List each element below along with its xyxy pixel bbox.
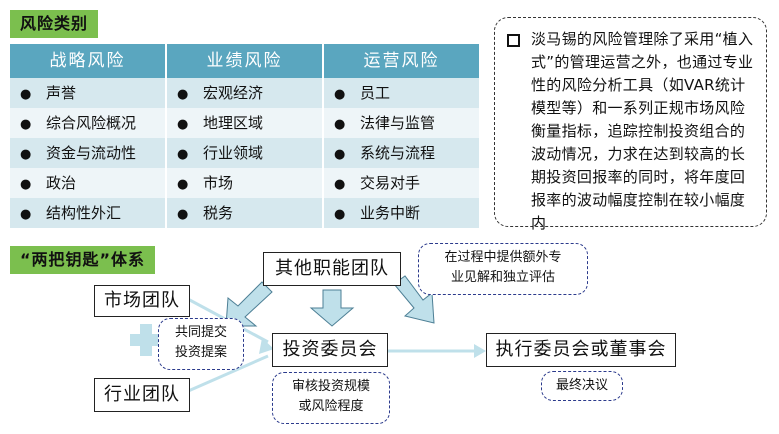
bullet-icon: ● bbox=[20, 87, 32, 102]
strategic-risk-column: 战略风险 ●声誉 ●综合风险概况 ●资金与流动性 ●政治 ●结构性外汇 bbox=[10, 44, 165, 228]
list-item: ●宏观经济 bbox=[167, 78, 322, 108]
bullet-icon: ● bbox=[177, 177, 189, 192]
risk-management-description: 淡马锡的风险管理除了采用“植入式”的管理运营之外，也通过专业性的风险分析工具（如… bbox=[494, 17, 767, 232]
bullet-icon: ● bbox=[177, 87, 189, 102]
list-item: ●结构性外汇 bbox=[10, 198, 165, 228]
bullet-icon: ● bbox=[20, 177, 32, 192]
bullet-icon: ● bbox=[334, 147, 346, 162]
operational-risk-column: 运营风险 ●员工 ●法律与监管 ●系统与流程 ●交易对手 ●业务中断 bbox=[324, 44, 479, 228]
bullet-icon: ● bbox=[20, 207, 32, 222]
other-teams-arrows bbox=[225, 275, 435, 327]
list-item: ●税务 bbox=[167, 198, 322, 228]
list-item: ●系统与流程 bbox=[324, 138, 479, 168]
list-item: ●法律与监管 bbox=[324, 108, 479, 138]
final-decision-note: 最终决议 bbox=[541, 371, 623, 401]
industry-team-box: 行业团队 bbox=[94, 378, 190, 412]
performance-risk-header: 业绩风险 bbox=[167, 44, 322, 78]
risk-category-label: 风险类别 bbox=[10, 10, 99, 38]
executive-board-box: 执行委员会或董事会 bbox=[486, 333, 676, 367]
bullet-icon: ● bbox=[334, 177, 346, 192]
joint-proposal-note: 共同提交 投资提案 bbox=[158, 318, 244, 370]
two-keys-label: “两把钥匙”体系 bbox=[10, 246, 156, 274]
list-item: ●市场 bbox=[167, 168, 322, 198]
list-item: ●地理区域 bbox=[167, 108, 322, 138]
list-item: ●综合风险概况 bbox=[10, 108, 165, 138]
strategic-risk-header: 战略风险 bbox=[10, 44, 165, 78]
bullet-icon: ● bbox=[334, 207, 346, 222]
square-bullet-icon bbox=[507, 34, 520, 47]
list-item: ●业务中断 bbox=[324, 198, 479, 228]
list-item: ●资金与流动性 bbox=[10, 138, 165, 168]
bullet-icon: ● bbox=[334, 117, 346, 132]
list-item: ●交易对手 bbox=[324, 168, 479, 198]
bullet-icon: ● bbox=[20, 147, 32, 162]
plus-icon bbox=[130, 324, 162, 356]
committee-to-executive-arrow bbox=[388, 344, 486, 358]
bullet-icon: ● bbox=[334, 87, 346, 102]
list-item: ●行业领域 bbox=[167, 138, 322, 168]
review-note: 审核投资规模 或风险程度 bbox=[272, 372, 390, 424]
bullet-icon: ● bbox=[177, 147, 189, 162]
bullet-icon: ● bbox=[20, 117, 32, 132]
description-text: 淡马锡的风险管理除了采用“植入式”的管理运营之外，也通过专业性的风险分析工具（如… bbox=[531, 30, 754, 232]
market-team-box: 市场团队 bbox=[94, 285, 190, 317]
bullet-icon: ● bbox=[177, 117, 189, 132]
list-item: ●员工 bbox=[324, 78, 479, 108]
operational-risk-header: 运营风险 bbox=[324, 44, 479, 78]
list-item: ●政治 bbox=[10, 168, 165, 198]
bullet-icon: ● bbox=[177, 207, 189, 222]
process-insight-note: 在过程中提供额外专 业见解和独立评估 bbox=[418, 243, 588, 295]
investment-committee-box: 投资委员会 bbox=[272, 333, 388, 367]
performance-risk-column: 业绩风险 ●宏观经济 ●地理区域 ●行业领域 ●市场 ●税务 bbox=[167, 44, 322, 228]
other-teams-box: 其他职能团队 bbox=[263, 252, 401, 286]
list-item: ●声誉 bbox=[10, 78, 165, 108]
